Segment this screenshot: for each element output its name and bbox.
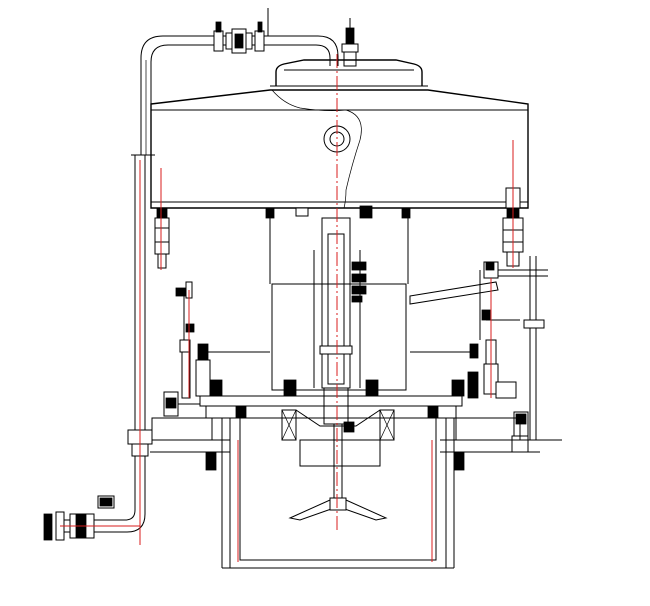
agitator-impeller [288,424,388,521]
right-scraper-arm [409,256,548,440]
bearing-housing [281,387,395,467]
right-instrument-column [467,339,529,453]
lower-stand [221,418,455,569]
tank-shell [150,89,529,209]
left-inlet-pipe [43,429,153,541]
base-flange [150,351,562,471]
central-shaft [313,217,367,389]
left-tank-fitting [154,207,170,269]
inner-drum [265,205,411,391]
top-vent-pipe [140,35,339,155]
centerlines [60,54,514,562]
left-down-pipe [131,154,155,440]
top-pipe-valve-assembly [213,8,269,54]
top-center-fitting [341,18,359,67]
